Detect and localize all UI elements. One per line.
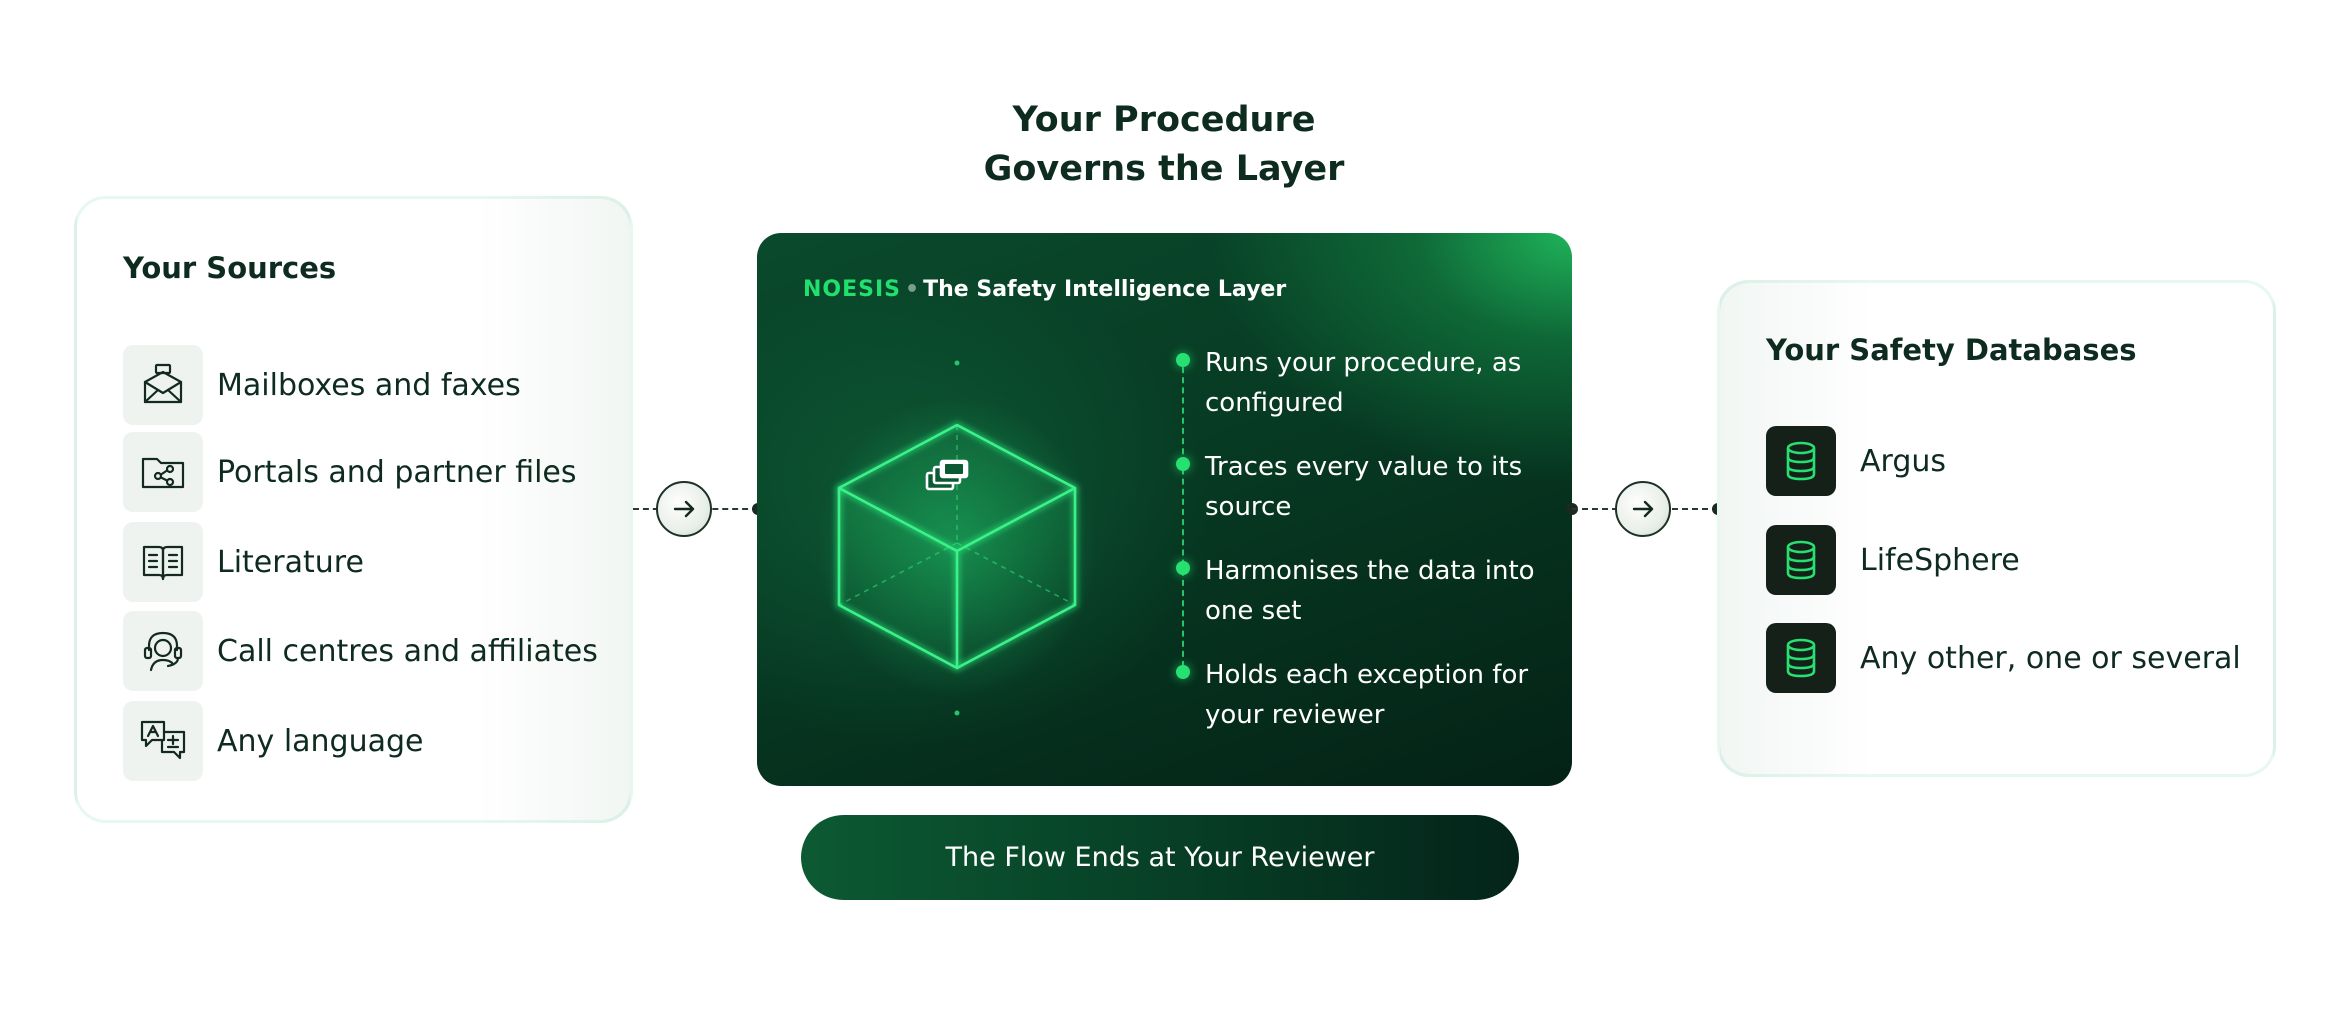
headset-agent-icon (123, 611, 203, 691)
brand-name: NOESIS (803, 277, 902, 302)
cube-illustration (817, 360, 1097, 716)
arrow-right-icon (656, 481, 712, 537)
database-icon (1766, 525, 1836, 595)
source-item-mailboxes: Mailboxes and faxes (123, 345, 521, 425)
translate-icon (123, 701, 203, 781)
step-bullet (1176, 457, 1190, 471)
database-icon (1766, 623, 1836, 693)
databases-card: Your Safety Databases Argus LifeSphere (1717, 280, 2276, 777)
source-item-call-centres: Call centres and affiliates (123, 611, 598, 691)
source-item-literature: Literature (123, 522, 364, 602)
flow-end-label: The Flow Ends at Your Reviewer (945, 842, 1375, 873)
step-text: Runs your procedure, as configured (1205, 348, 1522, 418)
shared-folder-icon (123, 432, 203, 512)
source-item-languages: Any language (123, 701, 424, 781)
step-text: Harmonises the data into one set (1205, 556, 1535, 626)
step-text: Holds each exception for your reviewer (1205, 660, 1529, 730)
sources-title: Your Sources (123, 251, 337, 285)
brand-tagline: The Safety Intelligence Layer (923, 277, 1287, 302)
center-panel: NOESIS•The Safety Intelligence Layer (757, 233, 1572, 786)
stacked-documents-icon (925, 459, 969, 491)
database-label: Argus (1860, 443, 1947, 479)
database-icon (1766, 426, 1836, 496)
arrow-right-icon (1615, 481, 1671, 537)
database-label: Any other, one or several (1860, 640, 2241, 676)
database-item-other: Any other, one or several (1766, 623, 2241, 693)
source-label: Any language (217, 723, 424, 759)
source-label: Call centres and affiliates (217, 633, 598, 669)
source-item-portals: Portals and partner files (123, 432, 577, 512)
mailbox-icon (123, 345, 203, 425)
step-text: Traces every value to its source (1205, 452, 1523, 522)
sources-card: Your Sources Mailboxes and faxes Portals… (74, 196, 633, 823)
process-steps: Runs your procedure, as configured Trace… (1169, 343, 1549, 730)
database-item-lifesphere: LifeSphere (1766, 525, 2020, 595)
headline-line-1: Your Procedure (1012, 100, 1316, 140)
database-label: LifeSphere (1860, 542, 2020, 578)
open-book-icon (123, 522, 203, 602)
diagram-headline: Your Procedure Governs the Layer (864, 96, 1464, 194)
brand-separator: • (905, 277, 920, 302)
database-item-argus: Argus (1766, 426, 1946, 496)
databases-title: Your Safety Databases (1766, 333, 2137, 367)
source-label: Literature (217, 544, 364, 580)
source-label: Mailboxes and faxes (217, 367, 521, 403)
source-label: Portals and partner files (217, 454, 577, 490)
panel-brand: NOESIS•The Safety Intelligence Layer (803, 277, 1286, 302)
flow-end-banner: The Flow Ends at Your Reviewer (801, 815, 1519, 900)
timeline-line (1182, 357, 1184, 667)
step-bullet (1176, 561, 1190, 575)
headline-line-2: Governs the Layer (983, 149, 1345, 189)
step-bullet (1176, 353, 1190, 367)
step-bullet (1176, 665, 1190, 679)
